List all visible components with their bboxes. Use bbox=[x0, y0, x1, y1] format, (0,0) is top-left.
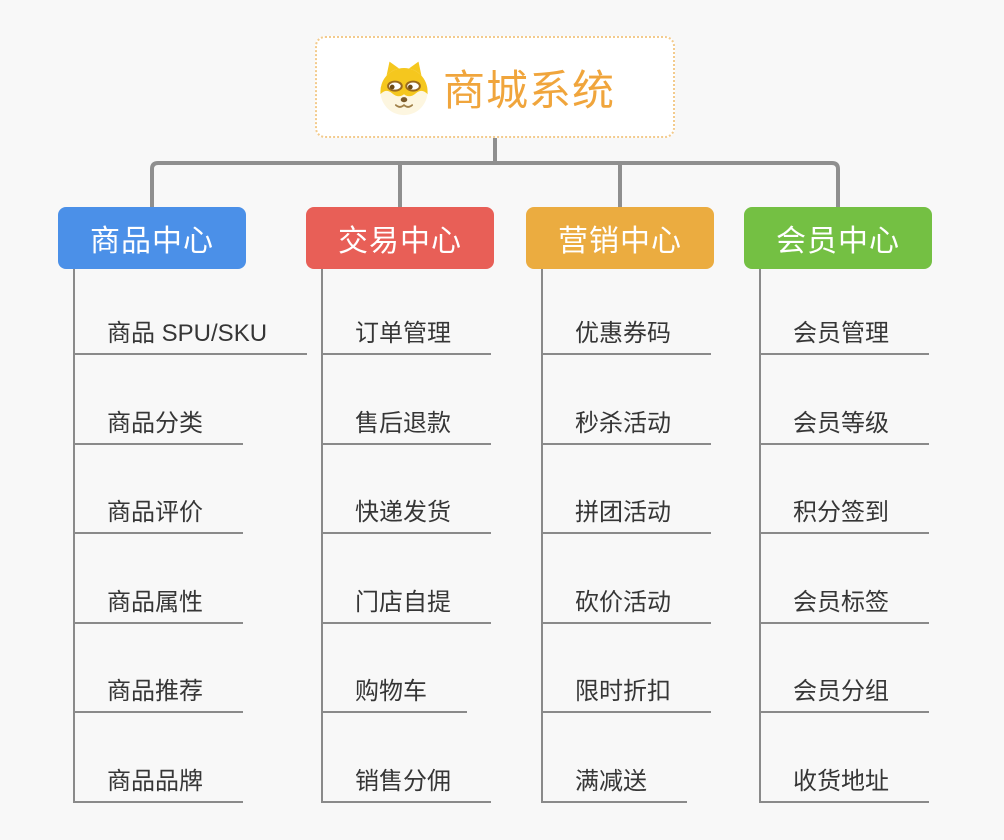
branch-label: 营销中心 bbox=[558, 225, 682, 258]
leaf-node[interactable]: 商品 SPU/SKU bbox=[75, 321, 308, 355]
leaf-node[interactable]: 会员分组 bbox=[761, 679, 929, 713]
branch-label: 会员中心 bbox=[776, 225, 900, 258]
leaf-node[interactable]: 商品品牌 bbox=[75, 768, 243, 803]
branch-node-product-center[interactable]: 商品中心 bbox=[58, 207, 246, 269]
dog-face-icon bbox=[380, 61, 428, 116]
branch-node-marketing-center[interactable]: 营销中心 bbox=[526, 207, 714, 269]
leaf-node[interactable]: 售后退款 bbox=[323, 410, 491, 445]
branch-node-member-center[interactable]: 会员中心 bbox=[744, 207, 932, 269]
leaf-node[interactable]: 收货地址 bbox=[761, 768, 929, 803]
root-node-mall-system[interactable]: 商城系统 bbox=[315, 36, 675, 138]
leaf-node[interactable]: 商品推荐 bbox=[75, 679, 243, 713]
branch-node-trade-center[interactable]: 交易中心 bbox=[306, 207, 494, 269]
leaf-node[interactable]: 门店自提 bbox=[323, 589, 491, 624]
leaf-node[interactable]: 会员管理 bbox=[761, 321, 929, 355]
leaf-node[interactable]: 购物车 bbox=[323, 679, 467, 713]
branch-label: 商品中心 bbox=[90, 225, 214, 258]
leaf-node[interactable]: 秒杀活动 bbox=[543, 410, 711, 445]
leaf-node[interactable]: 销售分佣 bbox=[323, 768, 491, 803]
leaf-node[interactable]: 商品属性 bbox=[75, 589, 243, 624]
branch-label: 交易中心 bbox=[338, 225, 462, 258]
leaf-column-trade: 订单管理 售后退款 快递发货 门店自提 购物车 销售分佣 bbox=[321, 269, 491, 803]
leaf-node[interactable]: 满减送 bbox=[543, 768, 687, 803]
leaf-node[interactable]: 订单管理 bbox=[323, 321, 491, 355]
leaf-node[interactable]: 快递发货 bbox=[323, 500, 491, 534]
leaf-column-member: 会员管理 会员等级 积分签到 会员标签 会员分组 收货地址 bbox=[759, 269, 929, 803]
leaf-node[interactable]: 商品评价 bbox=[75, 500, 243, 534]
leaf-node[interactable]: 积分签到 bbox=[761, 500, 929, 534]
leaf-node[interactable]: 拼团活动 bbox=[543, 500, 711, 534]
leaf-column-marketing: 优惠券码 秒杀活动 拼团活动 砍价活动 限时折扣 满减送 bbox=[541, 269, 711, 803]
leaf-node[interactable]: 会员等级 bbox=[761, 410, 929, 445]
leaf-node[interactable]: 限时折扣 bbox=[543, 679, 711, 713]
leaf-column-product: 商品 SPU/SKU 商品分类 商品评价 商品属性 商品推荐 商品品牌 bbox=[73, 269, 308, 803]
leaf-node[interactable]: 优惠券码 bbox=[543, 321, 711, 355]
leaf-node[interactable]: 砍价活动 bbox=[543, 589, 711, 624]
leaf-node[interactable]: 会员标签 bbox=[761, 589, 929, 624]
root-title: 商城系统 bbox=[442, 66, 615, 114]
leaf-node[interactable]: 商品分类 bbox=[75, 410, 243, 445]
